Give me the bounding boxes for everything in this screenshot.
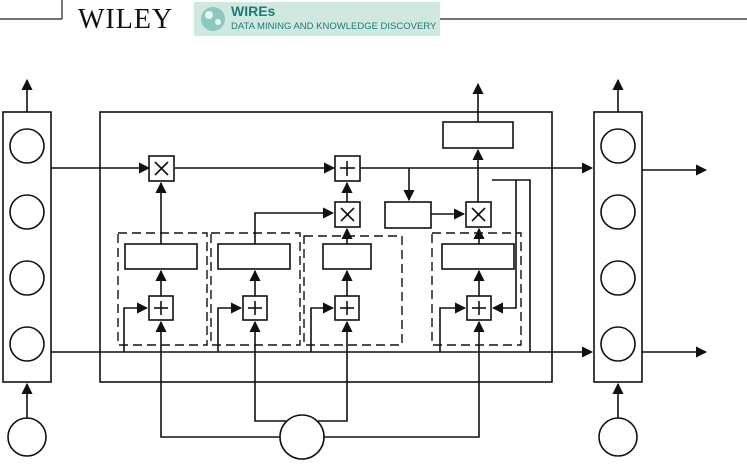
journal-title: WIREs (231, 3, 276, 19)
cell-activation-box (384, 201, 432, 229)
output-neuron (600, 194, 636, 230)
output-neuron (600, 128, 636, 164)
input-activation (217, 243, 291, 270)
output-gate-group (431, 232, 522, 346)
input-neuron (9, 128, 45, 164)
input-neuron (9, 326, 45, 362)
header-rule (0, 0, 747, 20)
cell-block (99, 111, 553, 383)
cell-add-gate (334, 155, 361, 182)
forget-gate-group (117, 232, 208, 346)
input-to-multiply (254, 207, 335, 244)
journal-badge: WIREs DATA MINING AND KNOWLEDGE DISCOVER… (194, 2, 440, 36)
output-activation-box (442, 121, 514, 149)
output-source-node (598, 417, 638, 457)
journal-header: WILEY WIREs DATA MINING AND KNOWLEDGE DI… (0, 0, 747, 40)
candidate-gate-group (303, 235, 403, 346)
input-neuron (9, 260, 45, 296)
candidate-activation (322, 243, 372, 270)
recurrent-node (279, 414, 325, 460)
output-neuron (600, 326, 636, 362)
forget-activation (124, 243, 198, 270)
output-activation (441, 243, 515, 270)
wires-globe-icon (201, 7, 225, 31)
input-neuron (9, 194, 45, 230)
output-neuron (600, 260, 636, 296)
journal-subtitle: DATA MINING AND KNOWLEDGE DISCOVERY (231, 21, 437, 32)
cell-peephole (492, 179, 531, 352)
publisher-logo: WILEY (78, 4, 174, 35)
forget-multiply-gate (148, 155, 175, 182)
input-source-node (7, 417, 47, 457)
